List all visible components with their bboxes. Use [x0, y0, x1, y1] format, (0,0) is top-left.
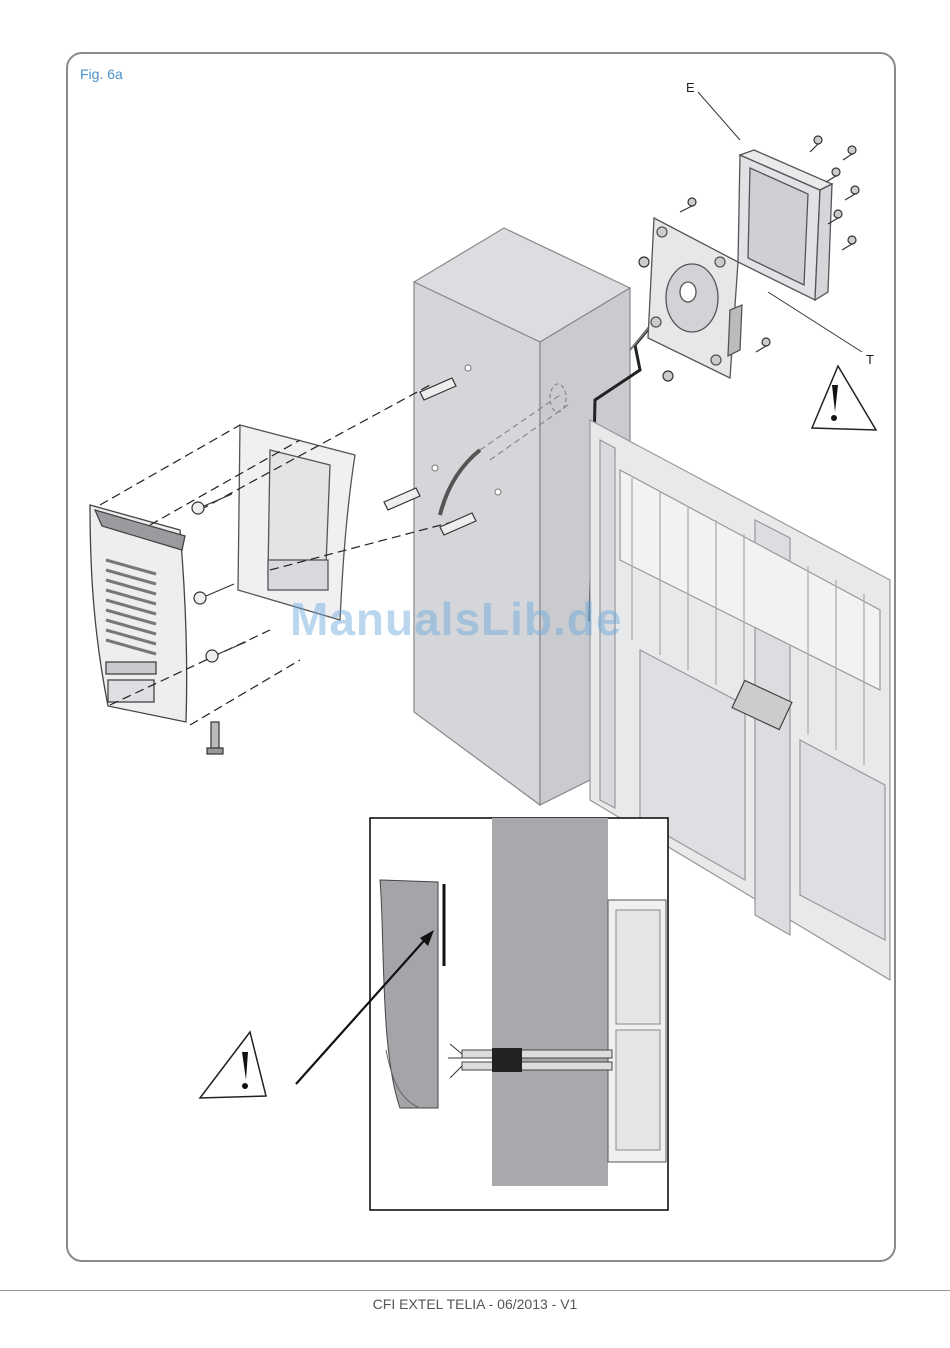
callout-e: E	[686, 80, 695, 95]
footer-text: CFI EXTEL TELIA - 06/2013 - V1	[0, 1296, 950, 1312]
watermark: ManualsLib.de	[290, 592, 622, 646]
mounting-frame	[238, 425, 355, 620]
callout-line-t	[768, 292, 862, 352]
warning-icon-lower	[200, 1032, 266, 1098]
warning-icon	[812, 366, 876, 430]
back-plate	[648, 218, 742, 378]
callout-t: T	[866, 352, 874, 367]
enclosure-box	[738, 150, 832, 300]
callout-line-e	[698, 92, 740, 140]
intercom-panel	[90, 505, 187, 722]
footer-divider	[0, 1290, 950, 1291]
detail-inset	[296, 818, 668, 1210]
